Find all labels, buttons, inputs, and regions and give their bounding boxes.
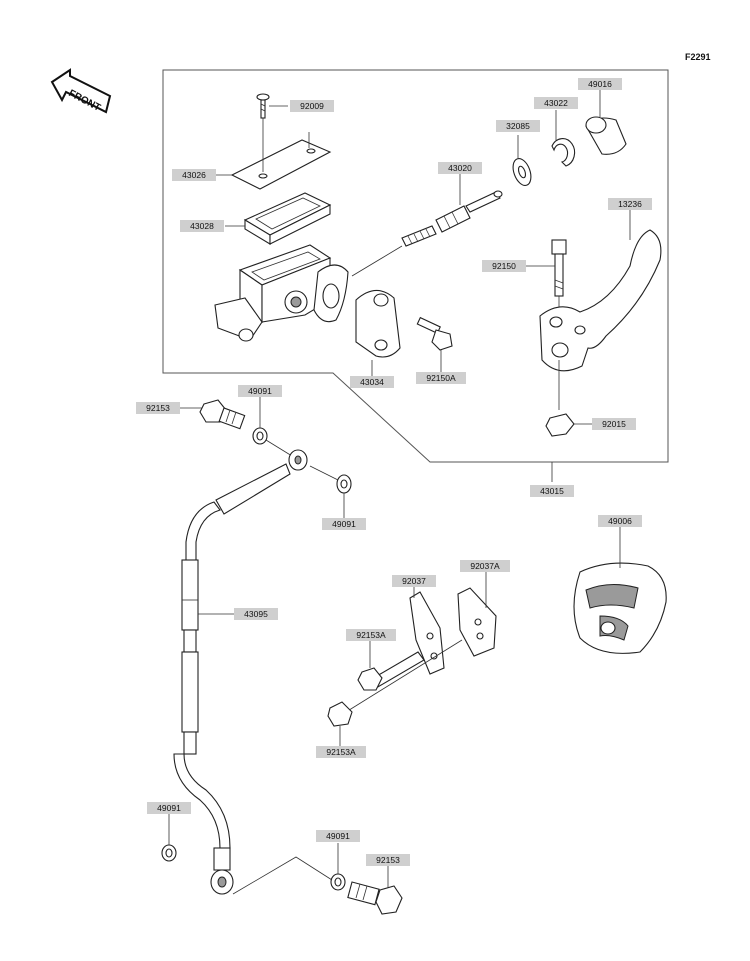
label-49091-d: 49091: [316, 830, 360, 842]
front-arrow-icon: FRONT: [50, 68, 112, 114]
svg-text:43026: 43026: [182, 170, 206, 180]
master-cylinder-body: [214, 244, 349, 342]
bracket-92037: [369, 591, 445, 689]
label-49091-a: 49091: [238, 385, 282, 397]
label-43015: 43015: [530, 485, 574, 497]
screw-92009: [256, 93, 270, 119]
label-92150: 92150: [482, 260, 526, 272]
label-92009: 92009: [290, 100, 334, 112]
svg-text:49016: 49016: [588, 79, 612, 89]
reservoir-cover: [230, 139, 332, 190]
label-32085: 32085: [496, 120, 540, 132]
pivot-bolt-92150: [551, 239, 567, 297]
svg-text:49091: 49091: [332, 519, 356, 529]
bracket-92037A: [345, 587, 497, 713]
svg-text:49091: 49091: [248, 386, 272, 396]
piston-spring: [401, 190, 503, 247]
label-13236: 13236: [608, 198, 652, 210]
svg-text:92153: 92153: [146, 403, 170, 413]
brake-lever: [539, 229, 662, 372]
label-43020: 43020: [438, 162, 482, 174]
diaphragm: [243, 192, 332, 245]
label-43028: 43028: [180, 220, 224, 232]
banjo-bolt-top: [199, 399, 246, 430]
label-43022: 43022: [534, 97, 578, 109]
label-92037: 92037: [392, 575, 436, 587]
diagram-code: F2291: [685, 52, 711, 62]
bolt-92153A-a: [357, 667, 383, 691]
svg-text:43028: 43028: [190, 221, 214, 231]
boot-49016: [585, 116, 627, 155]
svg-text:43095: 43095: [244, 609, 268, 619]
label-43034: 43034: [350, 376, 394, 388]
circlip-43022: [551, 138, 576, 167]
svg-text:92015: 92015: [602, 419, 626, 429]
svg-text:92153A: 92153A: [326, 747, 356, 757]
svg-text:92037A: 92037A: [470, 561, 500, 571]
label-92153A-b: 92153A: [316, 746, 366, 758]
svg-text:43020: 43020: [448, 163, 472, 173]
svg-text:92150A: 92150A: [426, 373, 456, 383]
svg-text:43034: 43034: [360, 377, 384, 387]
svg-text:92009: 92009: [300, 101, 324, 111]
label-49091-c: 49091: [147, 802, 191, 814]
label-92015: 92015: [592, 418, 636, 430]
svg-text:49091: 49091: [326, 831, 350, 841]
svg-text:92150: 92150: [492, 261, 516, 271]
label-43095: 43095: [234, 608, 278, 620]
clamp-43034: [355, 289, 401, 358]
svg-text:32085: 32085: [506, 121, 530, 131]
nut-92015: [545, 413, 575, 437]
label-92150A: 92150A: [416, 372, 466, 384]
label-92153-bottom: 92153: [366, 854, 410, 866]
label-43026: 43026: [172, 169, 216, 181]
bolt-92150A: [416, 316, 453, 351]
svg-text:43015: 43015: [540, 486, 564, 496]
assembly-frame: [162, 69, 669, 463]
label-92037A: 92037A: [460, 560, 510, 572]
banjo-bolt-bottom: [347, 881, 403, 915]
label-92153-top: 92153: [136, 402, 180, 414]
label-49006: 49006: [598, 515, 642, 527]
svg-text:13236: 13236: [618, 199, 642, 209]
label-49016: 49016: [578, 78, 622, 90]
brake-hose: [173, 449, 308, 895]
svg-text:43022: 43022: [544, 98, 568, 108]
svg-text:49006: 49006: [608, 516, 632, 526]
svg-text:92153: 92153: [376, 855, 400, 865]
bolt-92153A-b: [327, 701, 353, 727]
switch-housing: [573, 562, 667, 654]
svg-text:49091: 49091: [157, 803, 181, 813]
svg-text:92037: 92037: [402, 576, 426, 586]
svg-text:92153A: 92153A: [356, 630, 386, 640]
label-49091-b: 49091: [322, 518, 366, 530]
label-92153A-a: 92153A: [346, 629, 396, 641]
